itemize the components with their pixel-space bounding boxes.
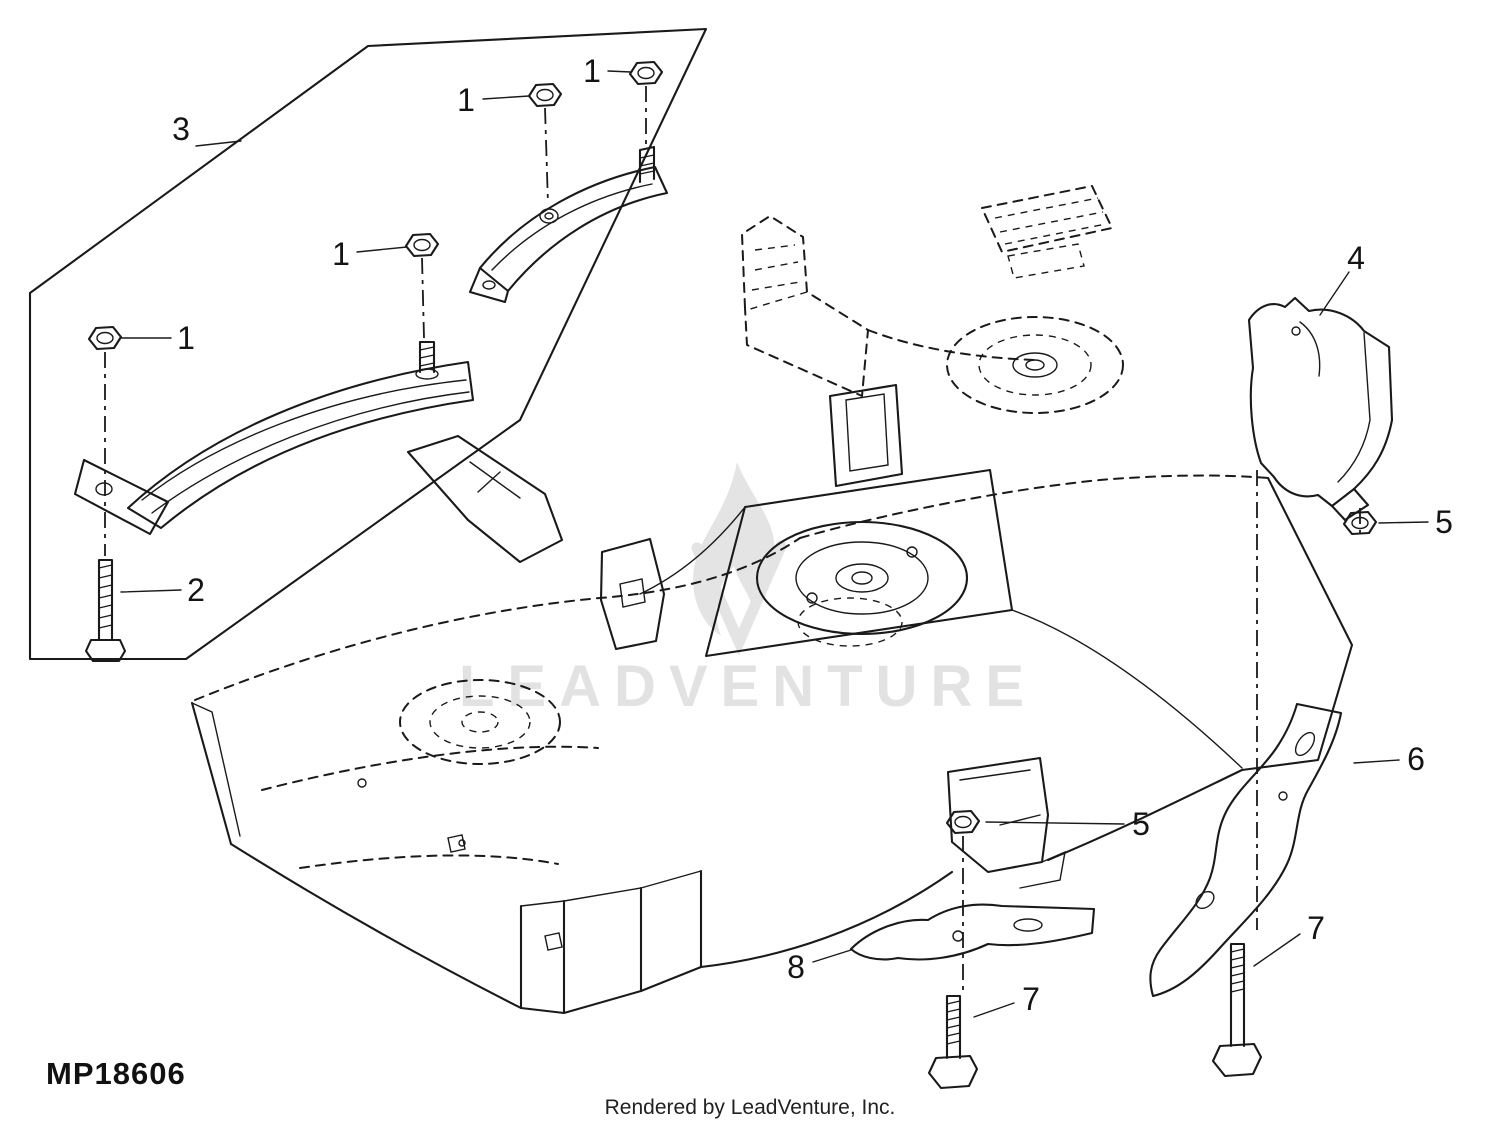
blade-8 [849, 903, 1096, 961]
hex-nut-1-top-a [527, 82, 563, 108]
inset-kit-box [28, 27, 708, 661]
hex-nut-1-left [87, 325, 123, 351]
callout-1-b: 1 [583, 53, 601, 89]
callout-4: 4 [1347, 240, 1365, 276]
blade-6 [1149, 702, 1343, 998]
callout-1-d: 1 [177, 320, 195, 356]
callout-1-c: 1 [332, 236, 350, 272]
diagram-part-number: MP18606 [46, 1056, 186, 1091]
hex-nut-1-mid [404, 232, 440, 258]
hex-nut-5-center [945, 809, 981, 835]
baffle-plate-4 [1247, 296, 1394, 522]
hex-nut-1-top-b [628, 60, 664, 86]
footer-credit: Rendered by LeadVenture, Inc. [604, 1096, 896, 1119]
callout-5-a: 5 [1435, 504, 1453, 540]
callout-1-a: 1 [457, 82, 475, 118]
callout-3: 3 [172, 111, 190, 147]
callout-2: 2 [187, 572, 205, 608]
curved-bracket-lower [73, 340, 475, 536]
callout-6: 6 [1407, 741, 1425, 777]
gauge-bracket [946, 756, 1066, 889]
leader-lines [120, 70, 1429, 1018]
curved-bracket-upper [468, 145, 669, 304]
carriage-bolt-2 [84, 558, 127, 663]
callout-5-b: 5 [1132, 806, 1150, 842]
callout-8: 8 [787, 949, 805, 985]
watermark-text: LEADVENTURE [459, 654, 1037, 719]
mower-deck [190, 185, 1354, 1015]
blade-bolt-7-right [1211, 942, 1263, 1078]
inset-centerlines [104, 86, 647, 556]
callout-7-a: 7 [1307, 910, 1325, 946]
callout-7-b: 7 [1022, 981, 1040, 1017]
assembly-centerlines [962, 470, 1361, 994]
blade-bolt-7-center [927, 994, 979, 1090]
